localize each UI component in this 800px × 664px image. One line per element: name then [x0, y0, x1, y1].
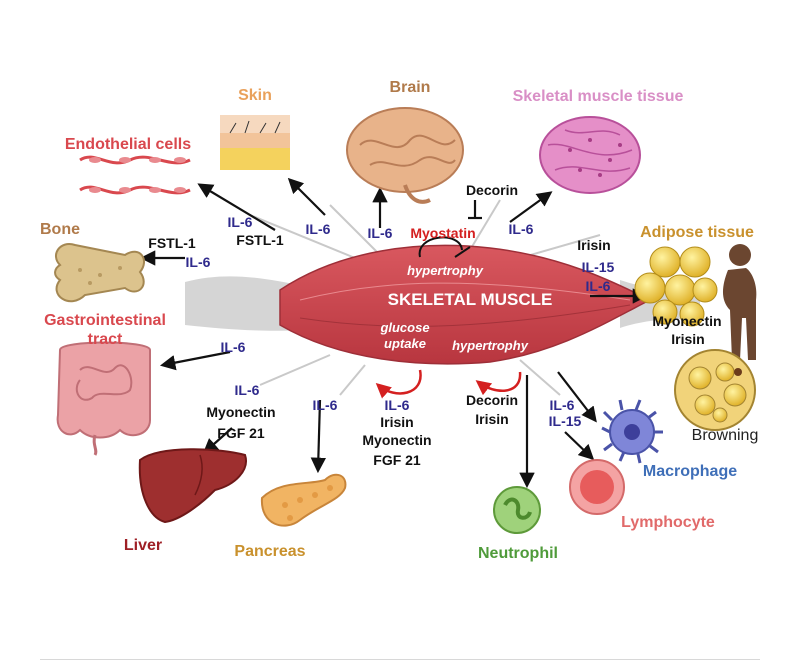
- endothelial-cells-label: Endothelial cells: [65, 136, 191, 153]
- il6-brain: IL-6: [368, 225, 393, 241]
- il15-adipose: IL-15: [582, 259, 615, 275]
- brain-illustration: [346, 107, 464, 204]
- red-feedback-arrows: [375, 369, 522, 399]
- irisin-adipose: Irisin: [577, 237, 610, 253]
- irisin-bottom: Irisin: [475, 411, 508, 427]
- skin-illustration: [220, 115, 290, 170]
- glucose-label: glucose: [379, 320, 429, 335]
- fgf21-liver: FGF 21: [217, 425, 265, 441]
- il6-pancreas: IL-6: [313, 397, 338, 413]
- adipose-illustration: [634, 246, 718, 327]
- il6-liver: IL-6: [235, 382, 260, 398]
- myostatin-label: Myostatin: [410, 225, 475, 241]
- gi-tract-label-line2: tract: [88, 331, 123, 348]
- il6-gi: IL-6: [221, 339, 246, 355]
- lymphocyte-illustration: [569, 459, 625, 515]
- uptake-label: uptake: [384, 336, 426, 351]
- neutrophil-illustration: [493, 486, 541, 534]
- footer-divider: [40, 659, 760, 660]
- hypertrophy-top: hypertrophy: [407, 263, 484, 278]
- lymphocyte-label: Lymphocyte: [621, 514, 715, 531]
- bone-label: Bone: [40, 221, 80, 238]
- irisin-browning: Irisin: [671, 331, 704, 347]
- irisin-autocrine: Irisin: [380, 414, 413, 430]
- macrophage-label: Macrophage: [643, 463, 737, 480]
- il6-immune: IL-6: [550, 397, 575, 413]
- il6-skeletal-tissue: IL-6: [509, 221, 534, 237]
- endothelial-cells-illustration: [79, 155, 191, 195]
- browning-illustration: [674, 349, 756, 431]
- fstl1-bone: FSTL-1: [148, 235, 196, 251]
- gi-tract-label-line1: Gastrointestinal: [44, 312, 166, 329]
- myonectin-liver: Myonectin: [206, 404, 275, 420]
- radiating-rays: [249, 199, 601, 396]
- pancreas-label: Pancreas: [234, 543, 305, 560]
- browning-label: Browning: [692, 427, 759, 444]
- gi-tract-illustration: [56, 341, 151, 456]
- il6-autocrine: IL-6: [385, 397, 410, 413]
- bone-illustration: [54, 243, 145, 303]
- liver-illustration: [138, 448, 247, 524]
- pancreas-illustration: [260, 473, 347, 527]
- brain-label: Brain: [390, 79, 431, 96]
- fgf21-autocrine: FGF 21: [373, 452, 421, 468]
- il15-immune: IL-15: [549, 413, 582, 429]
- liver-label: Liver: [124, 537, 162, 554]
- signal-arrows: [139, 177, 649, 489]
- adipose-tissue-label: Adipose tissue: [640, 224, 754, 241]
- macrophage-illustration: [601, 399, 663, 464]
- decorin-top: Decorin: [466, 182, 518, 198]
- skeletal-muscle-tissue-illustration: [539, 116, 641, 194]
- myonectin-autocrine: Myonectin: [362, 432, 431, 448]
- neutrophil-label: Neutrophil: [478, 545, 558, 562]
- skin-label: Skin: [238, 87, 272, 104]
- il6-adipose: IL-6: [586, 278, 611, 294]
- myostatin-loop: [418, 236, 471, 258]
- il6-skin: IL-6: [306, 221, 331, 237]
- muscle-title: SKELETAL MUSCLE: [388, 290, 553, 309]
- decorin-bottom: Decorin: [466, 392, 518, 408]
- myonectin-browning: Myonectin: [652, 313, 721, 329]
- hypertrophy-bottom: hypertrophy: [452, 338, 529, 353]
- il6-endothelial: IL-6: [228, 214, 253, 230]
- il6-bone: IL-6: [186, 254, 211, 270]
- skeletal-muscle-tissue-label: Skeletal muscle tissue: [513, 88, 684, 105]
- fstl1-skin: FSTL-1: [236, 232, 284, 248]
- human-silhouette: [723, 244, 757, 360]
